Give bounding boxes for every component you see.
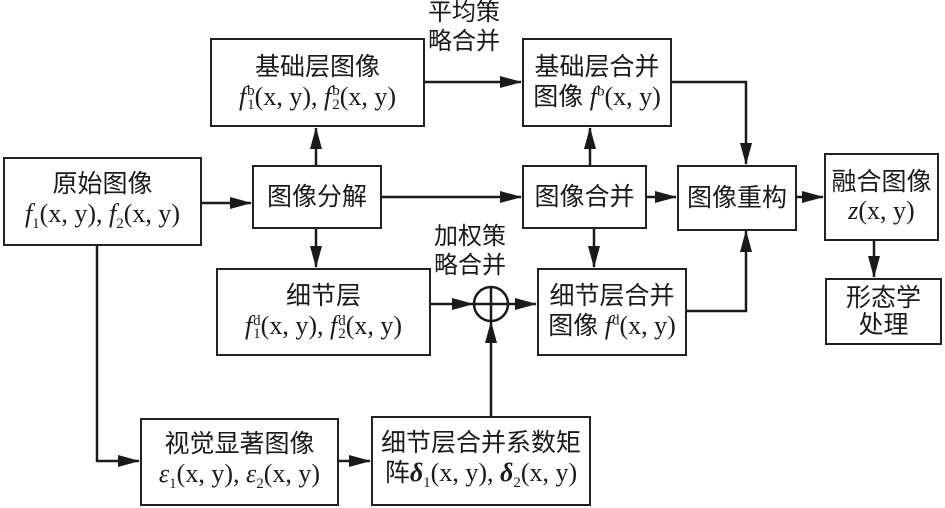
node-formula: z(x, y) [848,196,915,226]
node-title: 形态学 [845,283,921,313]
node-formula: 图像 fb(x, y) [533,81,661,111]
node-title: 融合图像 [831,166,932,196]
node-title: 基础层合并 [534,51,660,81]
node-title: 图像合并 [534,181,635,211]
node-formula: f1(x, y), f2(x, y) [24,198,181,232]
edge-basemerged-reconstruct [671,80,752,165]
sum-operator-icon [472,285,510,323]
edge-detailmerged-reconstruct [686,230,752,313]
node-formula: 图像 fd(x, y) [548,311,676,340]
label-line: 平均策 [428,0,500,26]
node-image-decomposition: 图像分解 [252,165,382,229]
node-title: 细节层合并 [549,281,675,311]
node-original-image: 原始图像 f1(x, y), f2(x, y) [3,157,202,246]
node-detail-merge-coefficients: 细节层合并系数矩 阵δ1(x, y), δ2(x, y) [371,416,591,506]
node-detail-layer-merged: 细节层合并 图像 fd(x, y) [537,268,687,356]
node-image-reconstruction: 图像重构 [677,165,797,231]
label-line: 略合并 [428,26,500,55]
node-title: 视觉显著图像 [164,429,315,459]
node-fused-image: 融合图像 z(x, y) [824,153,939,241]
node-visual-saliency: 视觉显著图像 ε1(x, y), ε2(x, y) [140,418,339,506]
node-base-layer-merged: 基础层合并 图像 fb(x, y) [522,38,672,127]
edge-original-saliency [95,245,140,467]
node-image-merge: 图像合并 [522,165,647,229]
edge-label-weighted-merge: 加权策 略合并 [434,222,506,280]
node-morphological-processing: 形态学 处理 [825,278,942,345]
node-title: 图像分解 [266,181,367,211]
node-title: 细节层合并系数矩 [380,428,581,458]
edge-label-average-merge: 平均策 略合并 [428,0,500,56]
node-title: 原始图像 [52,168,153,198]
node-title-line2: 处理 [858,309,909,339]
node-title: 细节层 [285,281,361,311]
node-title: 图像重构 [686,182,787,212]
node-formula: 阵δ1(x, y), δ2(x, y) [384,458,578,492]
node-title: 基础层图像 [254,51,380,81]
label-line: 略合并 [434,250,506,279]
label-line: 加权策 [434,222,506,250]
node-formula: ε1(x, y), ε2(x, y) [158,459,321,493]
